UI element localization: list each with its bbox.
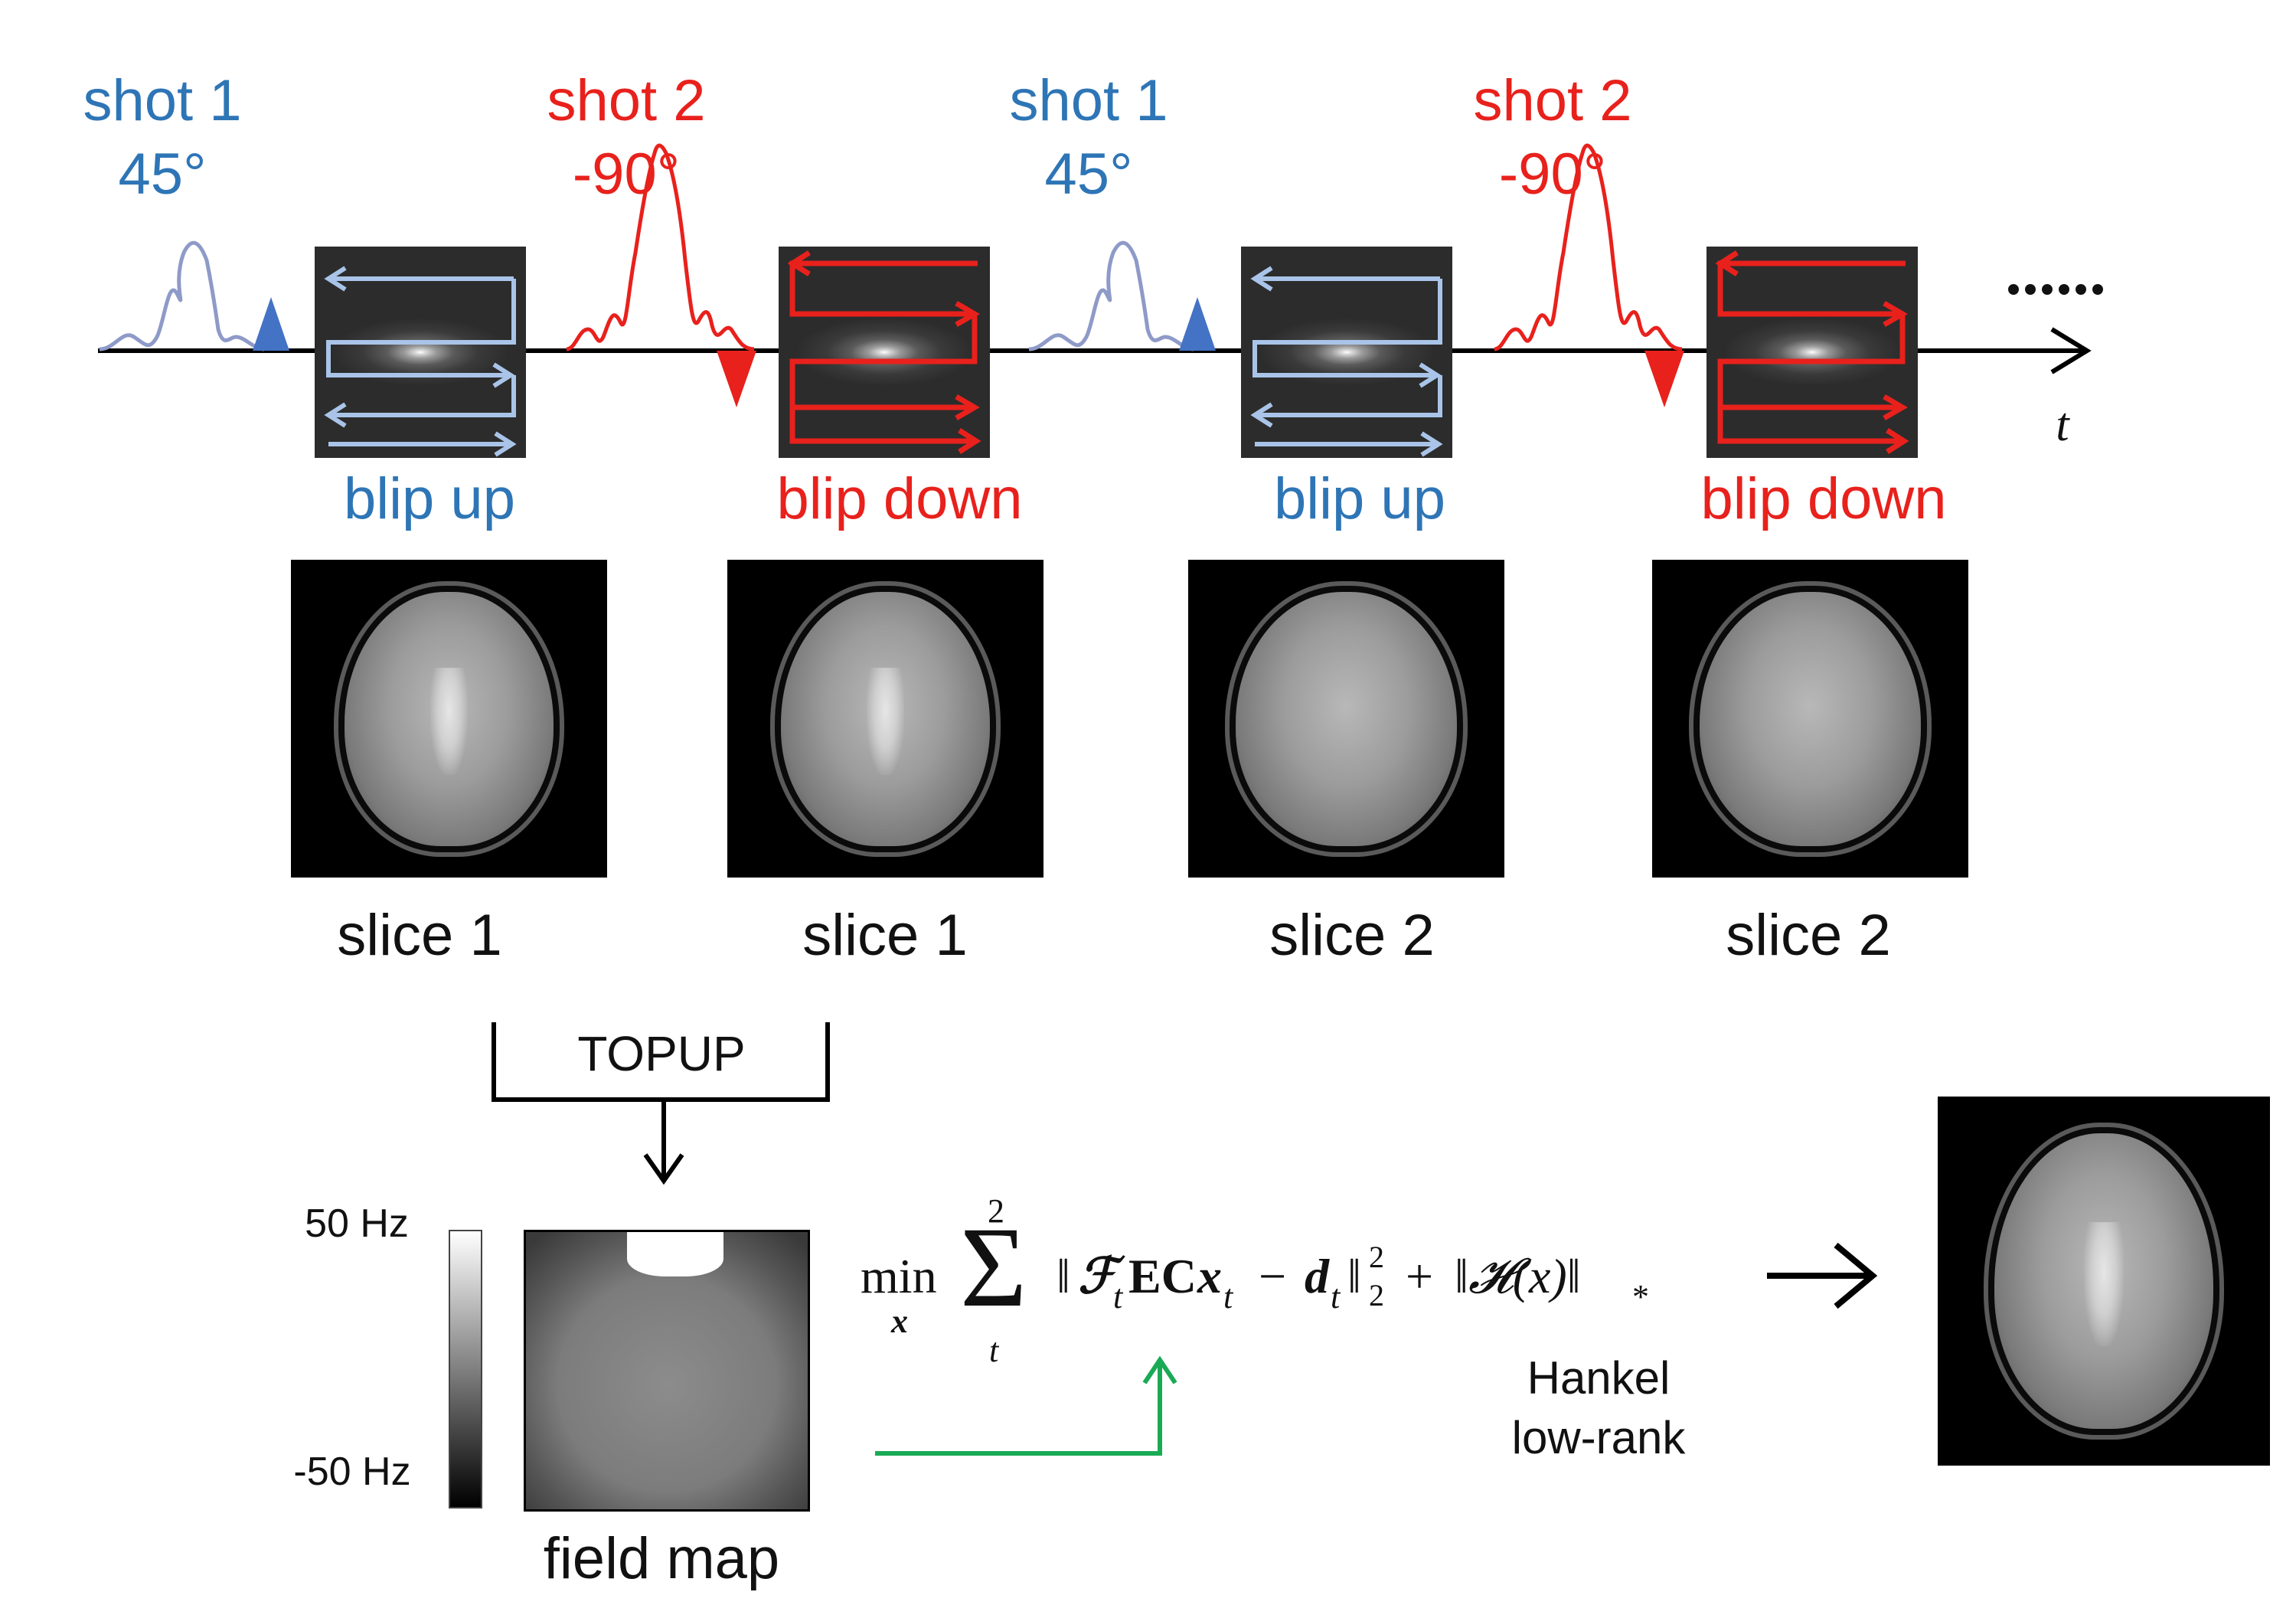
blip-down-gradient-1 [717, 351, 756, 407]
trajectory-blip-up-1 [315, 247, 526, 458]
slice-label-2: slice 1 [802, 907, 967, 965]
kspace-blip-down-2 [1706, 247, 1918, 458]
formula-variable-x-subscript: t [1223, 1277, 1233, 1316]
continuation-ellipsis [2008, 284, 2103, 295]
kspace-blip-up-1 [315, 247, 526, 458]
kspace-blip-up-2 [1241, 247, 1452, 458]
brain-image-slice1-down [727, 560, 1043, 878]
brain-image-slice2-down [1652, 560, 1968, 878]
formula-min-subscript: x [891, 1302, 908, 1341]
slice-label-3: slice 2 [1269, 907, 1434, 965]
colorbar-min-label: -50 Hz [293, 1452, 410, 1492]
formula-norm-close: ‖ [1347, 1248, 1361, 1305]
formula-variable-d: d [1305, 1248, 1329, 1305]
time-axis-label: t [2056, 401, 2069, 449]
blip-down-gradient-2 [1644, 351, 1684, 407]
blip-label-1: blip up [344, 470, 515, 528]
blip-up-gradient-1 [253, 297, 289, 351]
angle-label-3: 45° [1045, 145, 1133, 204]
shot-label-1: shot 1 [83, 72, 241, 130]
formula-operator-F-subscript: t [1113, 1277, 1122, 1316]
angle-label-1: 45° [119, 145, 207, 204]
formula-hankel-term: ‖𝓗(x)‖ [1455, 1248, 1581, 1305]
formula-operator-EC: EC [1128, 1248, 1197, 1305]
blip-label-2: blip down [776, 470, 1022, 528]
topup-label: TOPUP [577, 1029, 745, 1078]
brain-image-slice1-up [291, 560, 607, 878]
hankel-label-line2: low-rank [1512, 1415, 1686, 1461]
field-map-label: field map [544, 1530, 779, 1588]
formula-variable-d-subscript: t [1331, 1277, 1340, 1316]
formula-plus: + [1406, 1248, 1433, 1305]
rf-pulse-shot1-a [100, 243, 264, 349]
trajectory-blip-down-1 [779, 247, 990, 458]
formula-minus: − [1259, 1248, 1286, 1305]
formula-norm-superscript: 2 [1369, 1239, 1384, 1275]
rf-pulse-shot1-b [1029, 243, 1194, 349]
formula-variable-x: x [1197, 1248, 1222, 1305]
formula-operator-F: ℱ [1078, 1248, 1116, 1305]
trajectory-blip-up-2 [1241, 247, 1452, 458]
blip-label-4: blip down [1700, 470, 1946, 528]
shot-label-3: shot 1 [1009, 72, 1168, 130]
formula-norm-open: ‖ [1057, 1248, 1070, 1305]
hankel-label-line1: Hankel [1527, 1355, 1671, 1401]
colorbar-max-label: 50 Hz [305, 1204, 409, 1244]
brain-image-slice2-up [1188, 560, 1504, 878]
trajectory-blip-down-2 [1706, 247, 1918, 458]
reconstructed-brain-image [1938, 1097, 2270, 1466]
blip-label-3: blip up [1274, 470, 1445, 528]
field-map-image [524, 1230, 810, 1512]
angle-label-2: -90° [573, 145, 680, 204]
sigma-icon: Σ [960, 1210, 1027, 1325]
kspace-blip-down-1 [779, 247, 990, 458]
shot-label-4: shot 2 [1473, 72, 1631, 130]
slice-label-4: slice 2 [1726, 907, 1890, 965]
shot-label-2: shot 2 [547, 72, 705, 130]
field-map-colorbar [449, 1230, 482, 1508]
formula-norm-subscript: 2 [1369, 1277, 1384, 1313]
angle-label-4: -90° [1499, 145, 1606, 204]
formula-nuclear-subscript: * [1632, 1277, 1649, 1316]
blip-up-gradient-2 [1179, 297, 1216, 351]
formula-min: min [861, 1248, 937, 1305]
formula-sum-bottom: t [989, 1331, 998, 1370]
slice-label-1: slice 1 [337, 907, 501, 965]
